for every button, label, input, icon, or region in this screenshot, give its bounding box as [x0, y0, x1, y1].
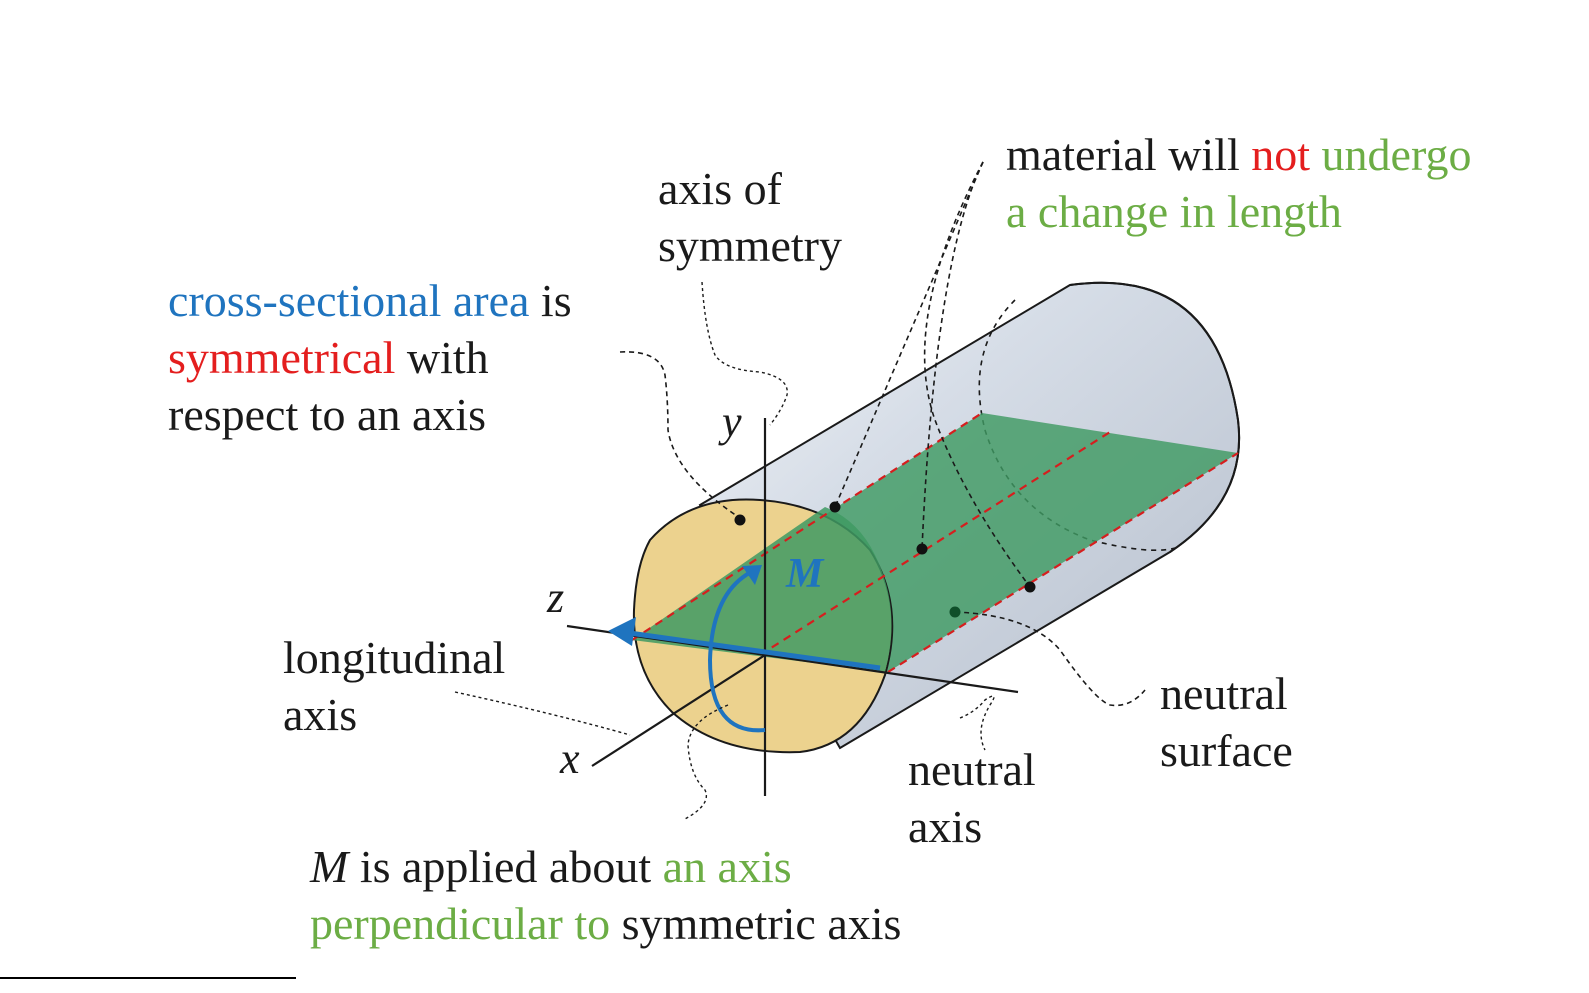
longitudinal-axis-line1: longitudinal	[283, 629, 505, 686]
bottom-rule	[0, 977, 296, 979]
moment-note-line1-a: is applied about	[348, 841, 662, 892]
moment-note-line1-b: an axis	[663, 841, 792, 892]
cross-section-line3: respect to an axis	[168, 386, 572, 443]
material-line1-a: material will	[1006, 129, 1251, 180]
cross-section-term: cross-sectional area	[168, 275, 529, 326]
material-line2: a change in length	[1006, 183, 1471, 240]
cross-section-line2-rest: with	[395, 332, 488, 383]
neutral-axis-line1: neutral	[908, 741, 1036, 798]
axis-of-symmetry-line2: symmetry	[658, 217, 842, 274]
dot-neutral-surface	[950, 607, 961, 618]
moment-note-line1: M is applied about an axis	[310, 838, 901, 895]
material-line1: material will not undergo	[1006, 126, 1471, 183]
neutral-axis-label: neutral axis	[908, 741, 1036, 855]
cross-section-line2: symmetrical with	[168, 329, 572, 386]
axis-of-symmetry-label: axis of symmetry	[658, 160, 842, 274]
material-not: not	[1251, 129, 1310, 180]
neutral-surface-label: neutral surface	[1160, 665, 1293, 779]
neutral-surface-line1: neutral	[1160, 665, 1293, 722]
dot-material-2	[917, 544, 928, 555]
moment-label: M	[786, 550, 823, 598]
neutral-surface-line2: surface	[1160, 722, 1293, 779]
moment-note-label: M is applied about an axis perpendicular…	[310, 838, 901, 952]
cross-section-label: cross-sectional area is symmetrical with…	[168, 272, 572, 443]
axis-of-symmetry-line1: axis of	[658, 160, 842, 217]
neutral-axis-line2: axis	[908, 798, 1036, 855]
moment-note-line2-b: symmetric axis	[610, 898, 901, 949]
cross-section-line1: cross-sectional area is	[168, 272, 572, 329]
longitudinal-axis-line2: axis	[283, 686, 505, 743]
moment-note-line2: perpendicular to symmetric axis	[310, 895, 901, 952]
cross-section-line1-rest: is	[529, 275, 571, 326]
moment-note-m: M	[310, 841, 348, 892]
z-axis-label: z	[547, 572, 564, 623]
y-axis-label: y	[722, 396, 742, 447]
dot-material-1	[830, 502, 841, 513]
longitudinal-axis-label: longitudinal axis	[283, 629, 505, 743]
moment-note-line2-a: perpendicular to	[310, 898, 610, 949]
symmetrical-term: symmetrical	[168, 332, 395, 383]
leader-axis-of-symmetry	[702, 282, 787, 425]
material-label: material will not undergo a change in le…	[1006, 126, 1471, 240]
moment-vector-head	[608, 617, 636, 646]
dot-material-3	[1025, 582, 1036, 593]
x-axis-label: x	[560, 733, 580, 784]
dot-cross-section	[735, 515, 746, 526]
material-undergo: undergo	[1310, 129, 1471, 180]
